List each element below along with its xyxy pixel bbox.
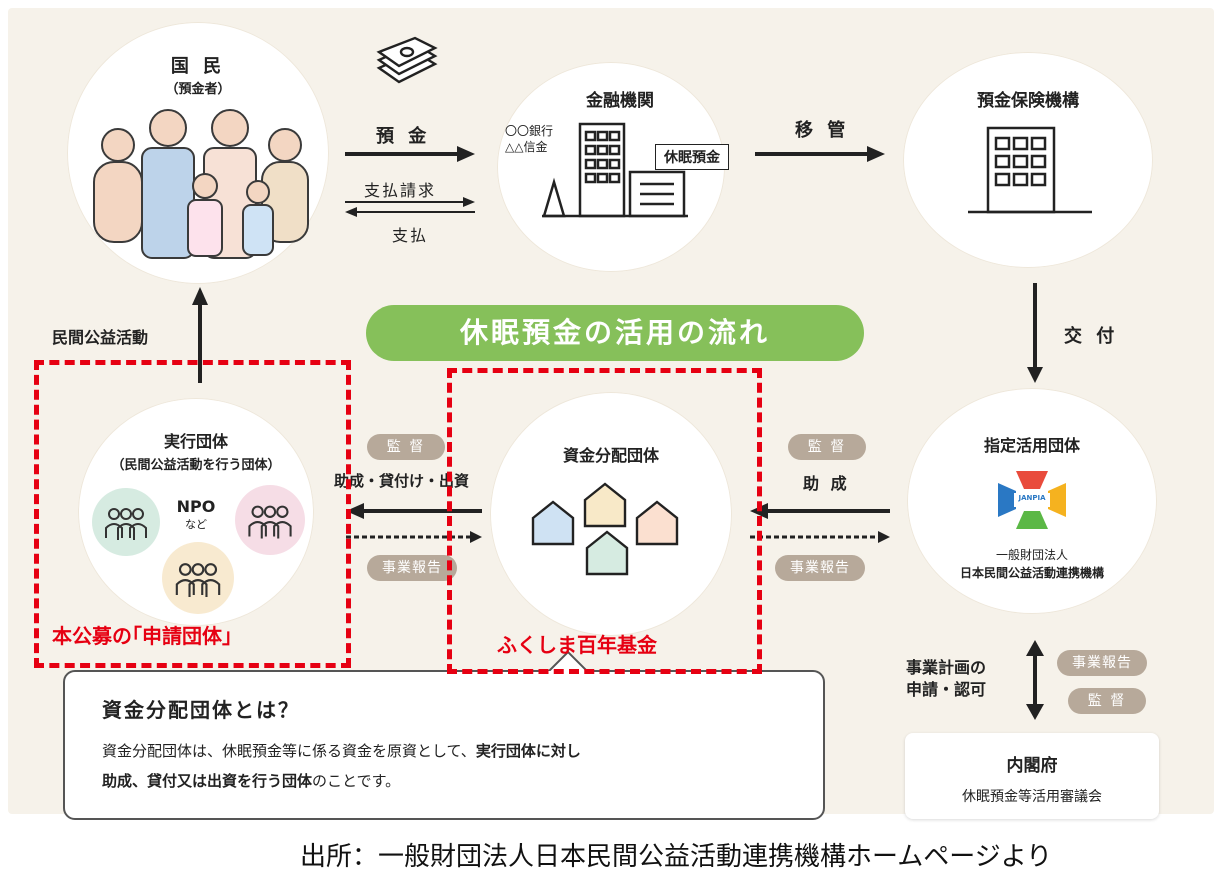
callout-body-line1: 資金分配団体は、休眠預金等に係る資金を原資として、実行団体に対し bbox=[102, 740, 581, 761]
fukushima-annotation: ふくしま百年基金 bbox=[497, 633, 657, 657]
deposit-arrow bbox=[345, 146, 475, 162]
plan-label: 事業計画の 申請・認可 bbox=[906, 658, 987, 699]
report-arrow-right bbox=[750, 531, 890, 543]
bank-label-1: 〇〇銀行 bbox=[505, 124, 554, 138]
source-footer: 出所：一般財団法人日本民間公益活動連携機構ホームページより bbox=[300, 842, 1053, 872]
grant-label: 助 成 bbox=[803, 474, 850, 493]
citizens-subtitle: （預金者） bbox=[165, 82, 231, 97]
distribution-title: 資金分配団体 bbox=[562, 446, 659, 465]
applicant-annotation: 本公募の｢申請団体｣ bbox=[52, 624, 232, 648]
janpia-logo-text: JANPIA bbox=[1018, 494, 1046, 502]
payment-request-arrow bbox=[345, 197, 475, 207]
applicant-highlight-box bbox=[34, 360, 351, 668]
janpia-logo-icon bbox=[998, 471, 1066, 529]
group-icon-yellow bbox=[162, 542, 234, 614]
npo-label: NPO bbox=[176, 497, 216, 516]
grant-issue-arrow bbox=[1027, 283, 1043, 383]
cabinet-box bbox=[905, 733, 1159, 819]
dic-building-icon bbox=[968, 126, 1092, 214]
public-activity-label: 民間公益活動 bbox=[52, 328, 149, 347]
family-illustration bbox=[93, 109, 309, 259]
bank-title: 金融機関 bbox=[586, 91, 654, 111]
report-arrow-left bbox=[346, 531, 482, 543]
transfer-label: 移 管 bbox=[795, 120, 850, 141]
money-stack-icon bbox=[376, 36, 438, 84]
group-icon-pink bbox=[235, 485, 305, 555]
callout-title: 資金分配団体とは？ bbox=[102, 698, 300, 722]
callout-box bbox=[63, 670, 825, 820]
designated-org-name: 日本民間公益活動連携機構 bbox=[959, 566, 1104, 580]
public-activity-arrow bbox=[192, 287, 208, 383]
callout-body-1b: 実行団体に対し bbox=[475, 742, 581, 760]
transfer-arrow bbox=[755, 146, 885, 162]
bank-building-icon bbox=[542, 122, 688, 218]
payment-arrow bbox=[345, 207, 475, 217]
callout-body-1a: 資金分配団体は、休眠預金等に係る資金を原資として、 bbox=[102, 742, 476, 760]
npo-sub-label: など bbox=[185, 518, 207, 531]
report-pill-left: 事業報告 bbox=[367, 555, 457, 581]
implementing-title: 実行団体 bbox=[163, 432, 228, 451]
dic-title: 預金保険機構 bbox=[977, 91, 1079, 111]
plan-approval-arrow bbox=[1026, 640, 1044, 720]
cabinet-title: 内閣府 bbox=[1006, 756, 1058, 776]
group-icon-green bbox=[92, 488, 160, 556]
bank-label-2: △△信金 bbox=[505, 140, 548, 154]
supervise-pill-right: 監 督 bbox=[788, 434, 866, 460]
flow-banner: 休眠預金の活用の流れ bbox=[366, 305, 864, 361]
citizens-title: 国 民 bbox=[170, 56, 226, 77]
supervise-pill-cabinet: 監 督 bbox=[1068, 688, 1146, 714]
houses-icon bbox=[531, 482, 679, 576]
dormant-deposit-tag: 休眠預金 bbox=[655, 144, 729, 170]
grant-arrow bbox=[750, 503, 890, 519]
designated-org-type: 一般財団法人 bbox=[995, 548, 1068, 562]
payment-request-label: 支払請求 bbox=[364, 181, 437, 200]
callout-body-2a: 助成、貸付又は出資を行う団体 bbox=[102, 772, 313, 790]
payment-label: 支払 bbox=[392, 226, 429, 245]
cabinet-subtitle: 休眠預金等活用審議会 bbox=[962, 789, 1102, 805]
grant-issue-label: 交 付 bbox=[1064, 326, 1119, 347]
designated-title: 指定活用団体 bbox=[983, 436, 1080, 455]
supervise-pill-left: 監 督 bbox=[367, 434, 445, 460]
callout-body-2b: のことです。 bbox=[312, 772, 401, 790]
fukushima-highlight-box bbox=[447, 368, 762, 674]
grant-loan-invest-label: 助成・貸付け・出資 bbox=[334, 472, 470, 490]
implementing-subtitle: （民間公益活動を行う団体） bbox=[111, 458, 281, 473]
grant-loan-invest-arrow bbox=[346, 503, 482, 519]
report-pill-right: 事業報告 bbox=[775, 555, 865, 581]
report-pill-cabinet: 事業報告 bbox=[1057, 650, 1147, 676]
deposit-label: 預 金 bbox=[376, 126, 431, 147]
callout-body-line2: 助成、貸付又は出資を行う団体のことです。 bbox=[102, 770, 400, 791]
